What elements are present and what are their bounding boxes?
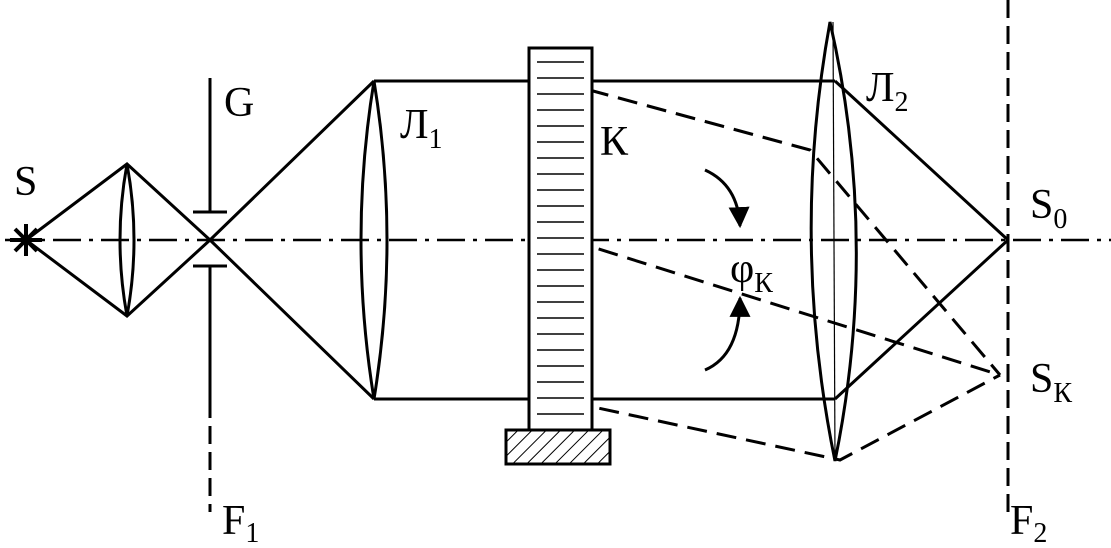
grating-base [504, 428, 612, 466]
diffraction-grating [504, 46, 612, 466]
label-source: S [14, 159, 37, 205]
label-angle: φК [730, 246, 773, 299]
angle-arrow-upper [704, 168, 750, 229]
label-lens-1: Л1 [400, 102, 443, 155]
label-kth-order: SК [1030, 356, 1072, 409]
grating-rulings [537, 61, 584, 415]
angle-arrow-lower [704, 295, 751, 372]
ray-source-upper [25, 162, 212, 242]
label-zero-order: S0 [1030, 182, 1067, 235]
label-grating: К [600, 119, 629, 165]
label-focal-1: F1 [222, 498, 259, 548]
ray-to-lens1-upper [208, 79, 376, 242]
ray-to-lens1-lower [208, 238, 376, 401]
ray-zero-order-upper [833, 79, 1010, 242]
lens-2-axis [832, 21, 836, 462]
label-focal-2: F2 [1010, 498, 1047, 548]
label-lens-2: Л2 [866, 65, 909, 118]
aperture-diaphragm [193, 78, 227, 512]
label-aperture: G [224, 80, 254, 126]
ray-zero-order-lower [833, 238, 1010, 401]
ray-source-lower [25, 238, 212, 318]
diffracted-rays [559, 80, 1002, 462]
